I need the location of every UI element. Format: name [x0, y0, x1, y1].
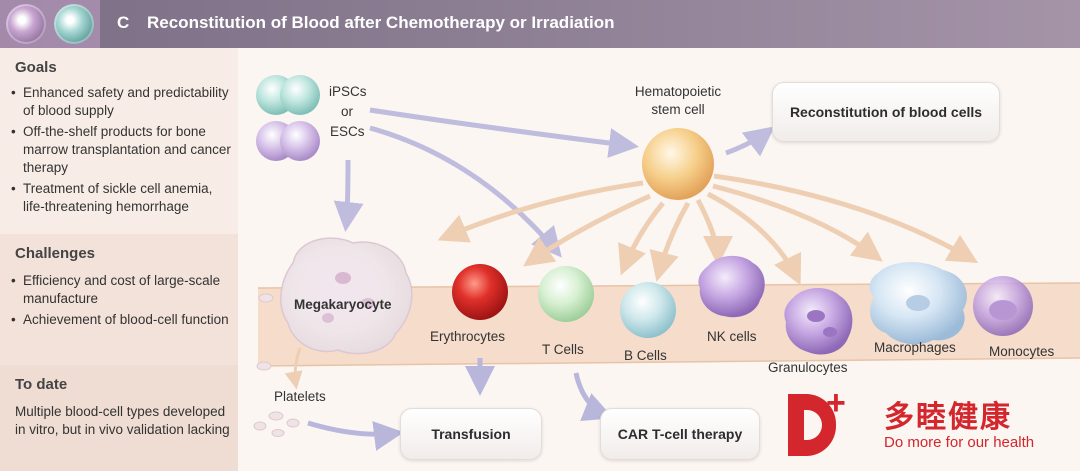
platelets-label: Platelets [274, 389, 326, 404]
monocytes-label: Monocytes [989, 344, 1055, 359]
to-date-text: Multiple blood-cell types developed in v… [15, 404, 230, 437]
erythrocyte-cell [452, 264, 508, 320]
goals-heading: Goals [15, 59, 57, 76]
granulocytes-label: Granulocytes [768, 360, 848, 375]
page-title: Reconstitution of Blood after Chemothera… [147, 13, 615, 32]
goals-list: Enhanced safety and predictability of bl… [10, 84, 232, 219]
stem-cell-label-line2: stem cell [651, 102, 705, 117]
ipsc-cell-2 [280, 75, 320, 115]
reconstitution-box: Reconstitution of blood cells [772, 82, 1000, 142]
megakaryocyte-cell [280, 237, 413, 355]
diagram-graphics [253, 75, 1080, 451]
logo-chinese-text: 多睦健康 [884, 401, 1012, 434]
esc-cell-2 [280, 121, 320, 161]
car-t-cell-therapy-box: CAR T-cell therapy [600, 408, 760, 460]
ipscs-label: iPSCs [329, 84, 367, 99]
diagram-area: iPSCs or ESCs Hematopoietic stem cell Re… [238, 48, 1080, 471]
list-item: Treatment of sickle cell anemia, life-th… [10, 180, 232, 216]
escs-label: ESCs [330, 124, 365, 139]
nk-cells-label: NK cells [707, 329, 757, 344]
transfusion-box: Transfusion [400, 408, 542, 460]
t-cell [538, 266, 594, 322]
sidebar: Goals Enhanced safety and predictability… [0, 48, 238, 471]
megakaryocyte-label: Megakaryocyte [294, 297, 392, 312]
or-label: or [341, 104, 354, 119]
erythrocytes-label: Erythrocytes [430, 329, 506, 344]
brand-logo: + 多睦健康 Do more for our health [780, 384, 1080, 471]
list-item: Enhanced safety and predictability of bl… [10, 84, 232, 120]
panel-letter: C [117, 13, 130, 32]
challenges-section: Challenges Efficiency and cost of large-… [0, 234, 238, 365]
list-item: Off-the-shelf products for bone marrow t… [10, 123, 232, 177]
goals-section: Goals Enhanced safety and predictability… [0, 48, 238, 234]
logo-d-mark [788, 394, 836, 456]
list-item: Efficiency and cost of large-scale manuf… [10, 272, 232, 308]
hematopoietic-stem-cell [642, 128, 714, 200]
nk-cell [698, 255, 765, 318]
b-cell [620, 282, 676, 338]
platelets-cluster [253, 293, 300, 437]
to-date-section: To date Multiple blood-cell types develo… [0, 365, 238, 471]
to-date-heading: To date [15, 376, 68, 393]
t-cells-label: T Cells [542, 342, 584, 357]
header-bar: C Reconstitution of Blood after Chemothe… [0, 0, 1080, 48]
b-cells-label: B Cells [624, 348, 667, 363]
macrophages-label: Macrophages [874, 340, 956, 355]
challenges-heading: Challenges [15, 245, 96, 262]
stem-cell-label-line1: Hematopoietic [634, 84, 722, 99]
plus-icon: + [826, 384, 846, 422]
teal-cell-icon [54, 4, 94, 44]
purple-cell-icon [6, 4, 46, 44]
logo-tagline: Do more for our health [884, 434, 1035, 451]
list-item: Achievement of blood-cell function [10, 311, 232, 329]
challenges-list: Efficiency and cost of large-scale manuf… [10, 272, 232, 332]
